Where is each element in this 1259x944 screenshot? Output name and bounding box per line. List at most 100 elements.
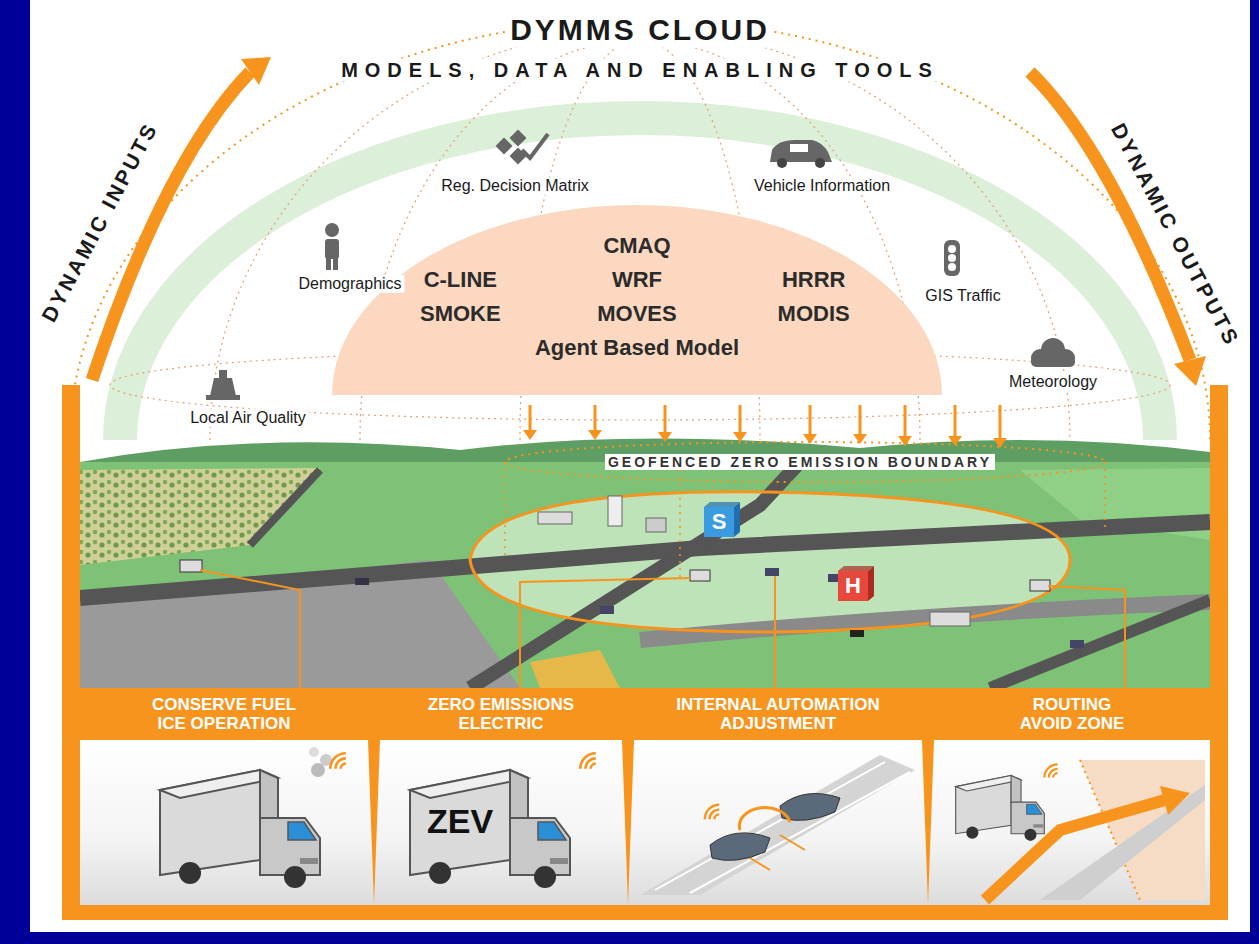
person-icon xyxy=(325,223,339,270)
car-icon xyxy=(770,140,832,168)
panel-zev-truck xyxy=(410,753,596,888)
model-name: MOVES xyxy=(549,301,726,327)
model-name: MODIS xyxy=(725,301,902,327)
action-label: ROUTING AVOID ZONE xyxy=(1010,695,1135,733)
vehicles xyxy=(850,630,864,637)
buildings xyxy=(646,518,666,532)
geofence-marks xyxy=(505,405,1105,580)
cube-shape xyxy=(704,507,734,537)
bottom-frame xyxy=(62,688,1228,740)
landscape xyxy=(990,600,1210,688)
leader-lines xyxy=(520,578,690,688)
data-source-label: Reg. Decision Matrix xyxy=(438,177,592,195)
vehicle-marking: ZEV xyxy=(427,802,493,841)
bottom-frame xyxy=(1210,385,1228,920)
geofence-marks xyxy=(530,405,1000,440)
model-name: SMOKE xyxy=(372,301,549,327)
cube-shape xyxy=(704,502,740,507)
landscape xyxy=(250,470,320,545)
leader-lines xyxy=(200,570,1125,688)
panel-routing xyxy=(1160,786,1190,815)
traffic-light-icon xyxy=(944,240,960,276)
action-band: ZERO EMISSIONS ELECTRIC xyxy=(380,688,622,740)
panel-routing xyxy=(956,776,1045,841)
landscape xyxy=(530,650,620,688)
air-station-icon xyxy=(206,370,240,400)
cube-shape xyxy=(868,566,874,601)
action-band: ROUTING AVOID ZONE xyxy=(934,688,1210,740)
panel-zev-truck xyxy=(410,770,570,888)
landscape xyxy=(80,522,1210,598)
panel-automation xyxy=(780,794,840,821)
icon-letter: H xyxy=(845,575,861,597)
buildings xyxy=(608,496,622,526)
model-name: Agent Based Model xyxy=(372,335,902,361)
bottom-frame xyxy=(622,740,634,905)
geofence-marks xyxy=(530,405,1000,440)
person-icon xyxy=(326,256,331,270)
cloud-title: DYMMS CLOUD xyxy=(507,13,773,48)
traffic-light-icon xyxy=(948,254,956,262)
panel-routing xyxy=(1044,764,1057,777)
data-source-label: Meteorology xyxy=(1006,373,1100,391)
panel-ice-truck xyxy=(160,770,320,888)
model-name: WRF xyxy=(549,267,726,293)
action-label: INTERNAL AUTOMATION ADJUSTMENT xyxy=(661,695,896,733)
panel-zev-truck xyxy=(580,753,596,769)
landscape xyxy=(80,468,320,565)
person-icon xyxy=(333,256,338,270)
panel-ice-truck xyxy=(309,747,319,757)
cloud-icon xyxy=(1031,356,1075,367)
input-output-arrows xyxy=(241,57,271,85)
bottom-frame xyxy=(80,740,1210,905)
vehicles xyxy=(600,606,614,614)
air-station-icon xyxy=(210,378,236,396)
vehicles xyxy=(180,560,202,572)
bottom-frame xyxy=(62,385,1228,920)
action-band: CONSERVE FUEL ICE OPERATION xyxy=(80,688,368,740)
action-band: INTERNAL AUTOMATION ADJUSTMENT xyxy=(634,688,922,740)
geofence-marks xyxy=(505,462,1105,580)
landscape xyxy=(80,462,1210,688)
matrix-icon xyxy=(496,138,513,155)
model-name: HRRR xyxy=(725,267,902,293)
white-panel xyxy=(30,0,1250,932)
bottom-frame xyxy=(368,740,380,905)
bottom-frame xyxy=(62,905,1228,920)
dome-shape xyxy=(332,205,942,395)
icons xyxy=(206,130,1075,400)
cloud-icon xyxy=(1031,338,1075,367)
boundary-label: GEOFENCED ZERO EMISSION BOUNDARY xyxy=(605,454,995,470)
car-icon xyxy=(770,140,832,162)
panel-automation xyxy=(705,805,719,819)
data-source-label: Demographics xyxy=(295,275,404,293)
data-source-label: Vehicle Information xyxy=(751,177,893,195)
car-icon xyxy=(790,144,808,152)
buildings xyxy=(538,512,572,524)
facility-icon: H xyxy=(838,570,868,602)
vehicles xyxy=(1070,640,1084,648)
geofence-marks xyxy=(523,430,1007,448)
geofence-marks xyxy=(505,442,1105,482)
panel-automation xyxy=(655,762,910,893)
dome-lines xyxy=(210,30,1070,440)
traffic-light-icon xyxy=(948,245,956,253)
icon-letter: S xyxy=(712,511,727,533)
data-source-label: GIS Traffic xyxy=(922,287,1003,305)
panel-routing xyxy=(1040,785,1205,900)
model-dome: CMAQC-LINEWRFHRRRSMOKEMOVESMODISAgent Ba… xyxy=(332,205,942,395)
panel-ice-truck xyxy=(330,753,346,769)
leader-lines xyxy=(774,576,776,688)
panel-routing xyxy=(956,760,1205,900)
landscape xyxy=(470,492,1070,632)
panel-automation xyxy=(640,755,915,895)
vehicles xyxy=(180,560,1084,648)
dome-lines xyxy=(70,20,1210,440)
leader-lines xyxy=(1048,586,1125,688)
person-icon xyxy=(325,223,339,237)
cube-shape xyxy=(838,571,868,601)
air-station-icon xyxy=(206,395,240,400)
input-output-arrows xyxy=(92,72,250,380)
matrix-icon xyxy=(496,130,548,165)
